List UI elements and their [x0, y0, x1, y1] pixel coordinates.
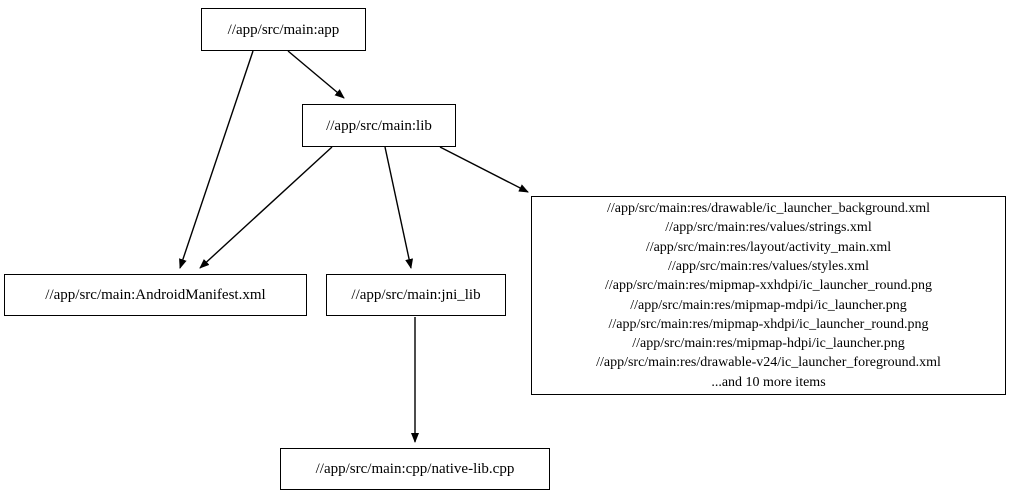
node-android-manifest-label: //app/src/main:AndroidManifest.xml: [45, 287, 266, 303]
edge-lib-to-manifest: [199, 146, 333, 269]
node-res-file-list-label: //app/src/main:res/drawable/ic_launcher_…: [596, 201, 941, 390]
node-android-manifest[interactable]: //app/src/main:AndroidManifest.xml: [4, 274, 307, 316]
node-jni-lib[interactable]: //app/src/main:jni_lib: [326, 274, 506, 316]
node-lib-label: //app/src/main:lib: [326, 117, 432, 134]
node-native-lib-cpp-label: //app/src/main:cpp/native-lib.cpp: [315, 461, 515, 477]
node-res-file-list[interactable]: //app/src/main:res/drawable/ic_launcher_…: [531, 196, 1006, 395]
edge-lib-to-jnilib: [384, 146, 414, 269]
node-app-label: //app/src/main:app: [227, 21, 340, 38]
node-native-lib-cpp[interactable]: //app/src/main:cpp/native-lib.cpp: [280, 448, 550, 490]
edge-app-to-lib: [287, 50, 345, 99]
node-lib[interactable]: //app/src/main:lib: [302, 104, 456, 147]
node-jni-lib-label: //app/src/main:jni_lib: [351, 287, 481, 303]
node-app[interactable]: //app/src/main:app: [201, 8, 366, 51]
edge-lib-to-reslist: [439, 146, 529, 193]
edge-app-to-manifest: [179, 50, 254, 269]
